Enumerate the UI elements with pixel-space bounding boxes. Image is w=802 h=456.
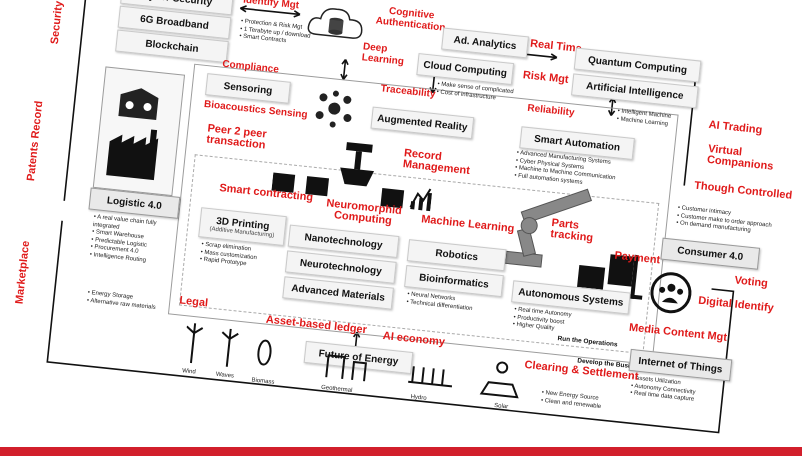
bottom-accent-bar [0, 447, 802, 456]
factory-icon [106, 88, 159, 181]
reliability-arrow [607, 97, 617, 117]
people-target-icon [650, 272, 692, 314]
cloud-database-icon [307, 8, 363, 39]
wave-turbine-icon [221, 328, 239, 367]
geothermal-icon [325, 354, 367, 382]
neural-cluster-icon [315, 90, 352, 128]
energy-source-caption: Wind [181, 368, 196, 376]
security-line [63, 0, 150, 201]
deep-learning-label: Deep Learning [361, 41, 405, 68]
hydro-icon [408, 366, 453, 388]
energy-icons [186, 323, 519, 399]
industry-4-diagram: Security Patents Record Marketplace Cybe… [14, 0, 793, 453]
solar-icon [496, 361, 509, 374]
identify-arrow [239, 5, 301, 18]
assembly-line-icon [271, 142, 433, 212]
biomass-icon [257, 339, 272, 366]
marketplace-line [46, 220, 735, 434]
parts-tracking-label: Parts tracking [549, 216, 594, 245]
cloud-down-arrow [340, 58, 349, 80]
energy-arrow [351, 331, 361, 353]
wind-turbine-icon [186, 323, 204, 364]
robot-arm-icon [504, 188, 593, 268]
logistic-list: A real value chain fully integrated Smar… [89, 214, 175, 267]
